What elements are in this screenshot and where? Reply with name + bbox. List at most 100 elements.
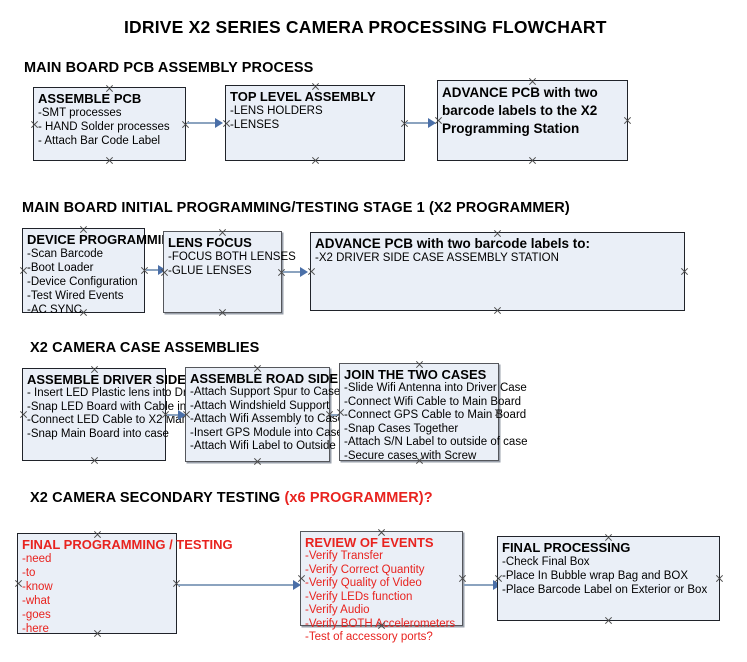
resize-handle-bottom[interactable] (604, 616, 613, 625)
node-line: -goes (22, 609, 51, 621)
node-line: -Scan Barcode (27, 248, 104, 260)
node-title: FINAL PROGRAMMING / TESTING (22, 537, 233, 552)
node-line: -Connect GPS Cable to Main Board (344, 409, 527, 421)
section-heading-text: MAIN BOARD INITIAL PROGRAMMING/TESTING S… (22, 200, 570, 216)
node-line: -Attach Wifi Label to Outside of Case (190, 440, 379, 452)
node-assemble-pcb[interactable]: ASSEMBLE PCB -SMT processes - HAND Solde… (33, 87, 186, 161)
arrowhead-icon (300, 267, 308, 277)
resize-handle-bottom[interactable] (493, 306, 502, 315)
node-line: - Insert LED Plastic lens into Driver Ca… (27, 387, 236, 399)
node-line: -Attach Support Spur to Case (190, 386, 341, 398)
section-heading-text: X2 CAMERA CASE ASSEMBLIES (30, 340, 260, 356)
node-device-programming[interactable]: DEVICE PROGRAMMING -Scan Barcode -Boot L… (22, 228, 181, 316)
section-heading-x2-camera-case-assemblies: X2 CAMERA CASE ASSEMBLIES (30, 340, 259, 356)
node-line: -Attach Windshield Support (190, 399, 330, 412)
node-line: -Verify LEDs function (305, 590, 413, 603)
node-line: - HAND Solder processes (38, 121, 170, 133)
node-line: -Secure cases with Screw (344, 449, 477, 462)
connector-top-level-assembly-to-advance-pcb (406, 122, 430, 124)
node-line: -Snap Main Board into case (27, 427, 169, 440)
connector-road-side-to-join-cases (331, 414, 345, 416)
connector-assemble-pcb-to-top-level-assembly (187, 122, 217, 124)
arrowhead-icon (178, 410, 186, 420)
node-title: REVIEW OF EVENTS (305, 535, 434, 550)
node-title: FINAL PROCESSING (502, 540, 631, 555)
node-line: - Attach Bar Code Label (38, 135, 161, 147)
node-line: -Slide Wifi Antenna into Driver Case (344, 382, 527, 394)
section-heading-main-board-initial-programming: MAIN BOARD INITIAL PROGRAMMING/TESTING S… (22, 200, 570, 216)
node-line: -GLUE LENSES (168, 265, 252, 277)
node-line: -LENS HOLDERS (230, 105, 323, 117)
node-line: -Connect LED Cable to X2 Main Board (27, 414, 225, 426)
page-title: IDRIVE X2 SERIES CAMERA PROCESSING FLOWC… (124, 17, 607, 37)
node-line: -Verify Audio (305, 604, 370, 616)
node-line: -Verify Correct Quantity (305, 563, 425, 576)
node-title: LENS FOCUS (168, 235, 252, 250)
node-line-overflow: -Test of accessory ports? (305, 631, 433, 643)
arrowhead-icon (215, 118, 223, 128)
node-line: -Test Wired Events (27, 290, 124, 302)
node-line: -here (22, 623, 49, 635)
node-line: -need (22, 553, 52, 565)
node-line: -AC SYNC (27, 304, 82, 316)
node-final-processing[interactable]: FINAL PROCESSING -Check Final Box -Place… (497, 536, 720, 621)
node-line: -Verify Transfer (305, 550, 383, 562)
connector-driver-side-to-road-side (167, 414, 181, 416)
resize-handle-bottom[interactable] (253, 457, 262, 466)
node-title: TOP LEVEL ASSEMBLY (230, 89, 376, 104)
resize-handle-bottom[interactable] (90, 456, 99, 465)
node-line: -Attach S/N Label to outside of case (344, 436, 528, 448)
node-title: ADVANCE PCB with two barcode labels to: (315, 236, 591, 251)
node-line: -Insert GPS Module into Case (190, 426, 343, 439)
node-line: -LENSES (230, 119, 280, 131)
node-title: ASSEMBLE ROAD SIDE CASE (190, 371, 378, 386)
node-line: -Connect Wifi Cable to Main Board (344, 395, 522, 408)
node-advance-pcb-programming-station[interactable]: ADVANCE PCB with two barcode labels to t… (437, 80, 628, 161)
node-top-level-assembly[interactable]: TOP LEVEL ASSEMBLY -LENS HOLDERS -LENSES (225, 85, 405, 161)
node-title: ASSEMBLE DRIVER SIDE CASE (27, 372, 226, 387)
node-line: -Boot Loader (27, 262, 94, 274)
section-heading-x2-camera-secondary-testing: X2 CAMERA SECONDARY TESTING (x6 PROGRAMM… (30, 490, 433, 506)
node-line: -Snap LED Board with Cable into Case (27, 400, 226, 413)
connector-review-of-events-to-final-processing (464, 584, 496, 586)
node-final-programming-testing[interactable]: FINAL PROGRAMMING / TESTING -need -to -k… (17, 533, 233, 635)
resize-handle-right[interactable] (680, 267, 689, 276)
connector-lens-focus-to-advance-pcb (283, 271, 303, 273)
node-line: -what (22, 595, 51, 607)
node-title: ASSEMBLE PCB (38, 91, 142, 106)
node-line: -FOCUS BOTH LENSES (168, 251, 296, 263)
node-line: -Device Configuration (27, 276, 138, 288)
node-join-the-two-cases[interactable]: JOIN THE TWO CASES -Slide Wifi Antenna i… (339, 363, 528, 462)
section-heading-text: MAIN BOARD PCB ASSEMBLY PROCESS (24, 60, 314, 76)
node-advance-pcb-driver-side-case[interactable]: ADVANCE PCB with two barcode labels to: … (310, 232, 685, 311)
connector-final-programming-to-review-of-events (178, 584, 296, 586)
node-line: -Snap Cases Together (344, 422, 459, 435)
node-title: JOIN THE TWO CASES (344, 367, 487, 382)
section-heading-main-board-pcb-assembly: MAIN BOARD PCB ASSEMBLY PROCESS (24, 60, 313, 76)
arrowhead-icon (293, 580, 301, 590)
node-assemble-road-side-case[interactable]: ASSEMBLE ROAD SIDE CASE -Attach Support … (185, 367, 379, 462)
node-title: ADVANCE PCB with two barcode labels to t… (442, 85, 598, 136)
resize-handle-bottom[interactable] (218, 308, 227, 317)
node-line: -know (22, 581, 53, 593)
node-lens-focus[interactable]: LENS FOCUS -FOCUS BOTH LENSES -GLUE LENS… (163, 231, 296, 313)
connector-device-programming-to-lens-focus (146, 269, 162, 271)
node-title: DEVICE PROGRAMMING (27, 232, 181, 247)
node-line: -Verify BOTH Accelerometers (305, 617, 456, 630)
resize-handle-bottom[interactable] (311, 156, 320, 165)
node-line: -Attach Wifi Assembly to Case (190, 413, 345, 425)
node-review-of-events[interactable]: REVIEW OF EVENTS -Verify Transfer -Verif… (300, 531, 463, 643)
node-line: -X2 DRIVER SIDE CASE ASSEMBLY STATION (315, 252, 559, 264)
node-line: -Verify Quality of Video (305, 577, 422, 589)
node-line: -Place In Bubble wrap Bag and BOX (502, 570, 689, 582)
arrowhead-icon (158, 265, 166, 275)
resize-handle-bottom[interactable] (105, 156, 114, 165)
arrowhead-icon (428, 118, 436, 128)
section-heading-text: X2 CAMERA SECONDARY TESTING (30, 490, 285, 506)
section-heading-accent: (x6 PROGRAMMER)? (284, 490, 433, 506)
node-assemble-driver-side-case[interactable]: ASSEMBLE DRIVER SIDE CASE - Insert LED P… (22, 368, 236, 461)
node-line: -Place Barcode Label on Exterior or Box (502, 584, 708, 596)
node-line: -SMT processes (38, 107, 122, 119)
resize-handle-bottom[interactable] (528, 156, 537, 165)
